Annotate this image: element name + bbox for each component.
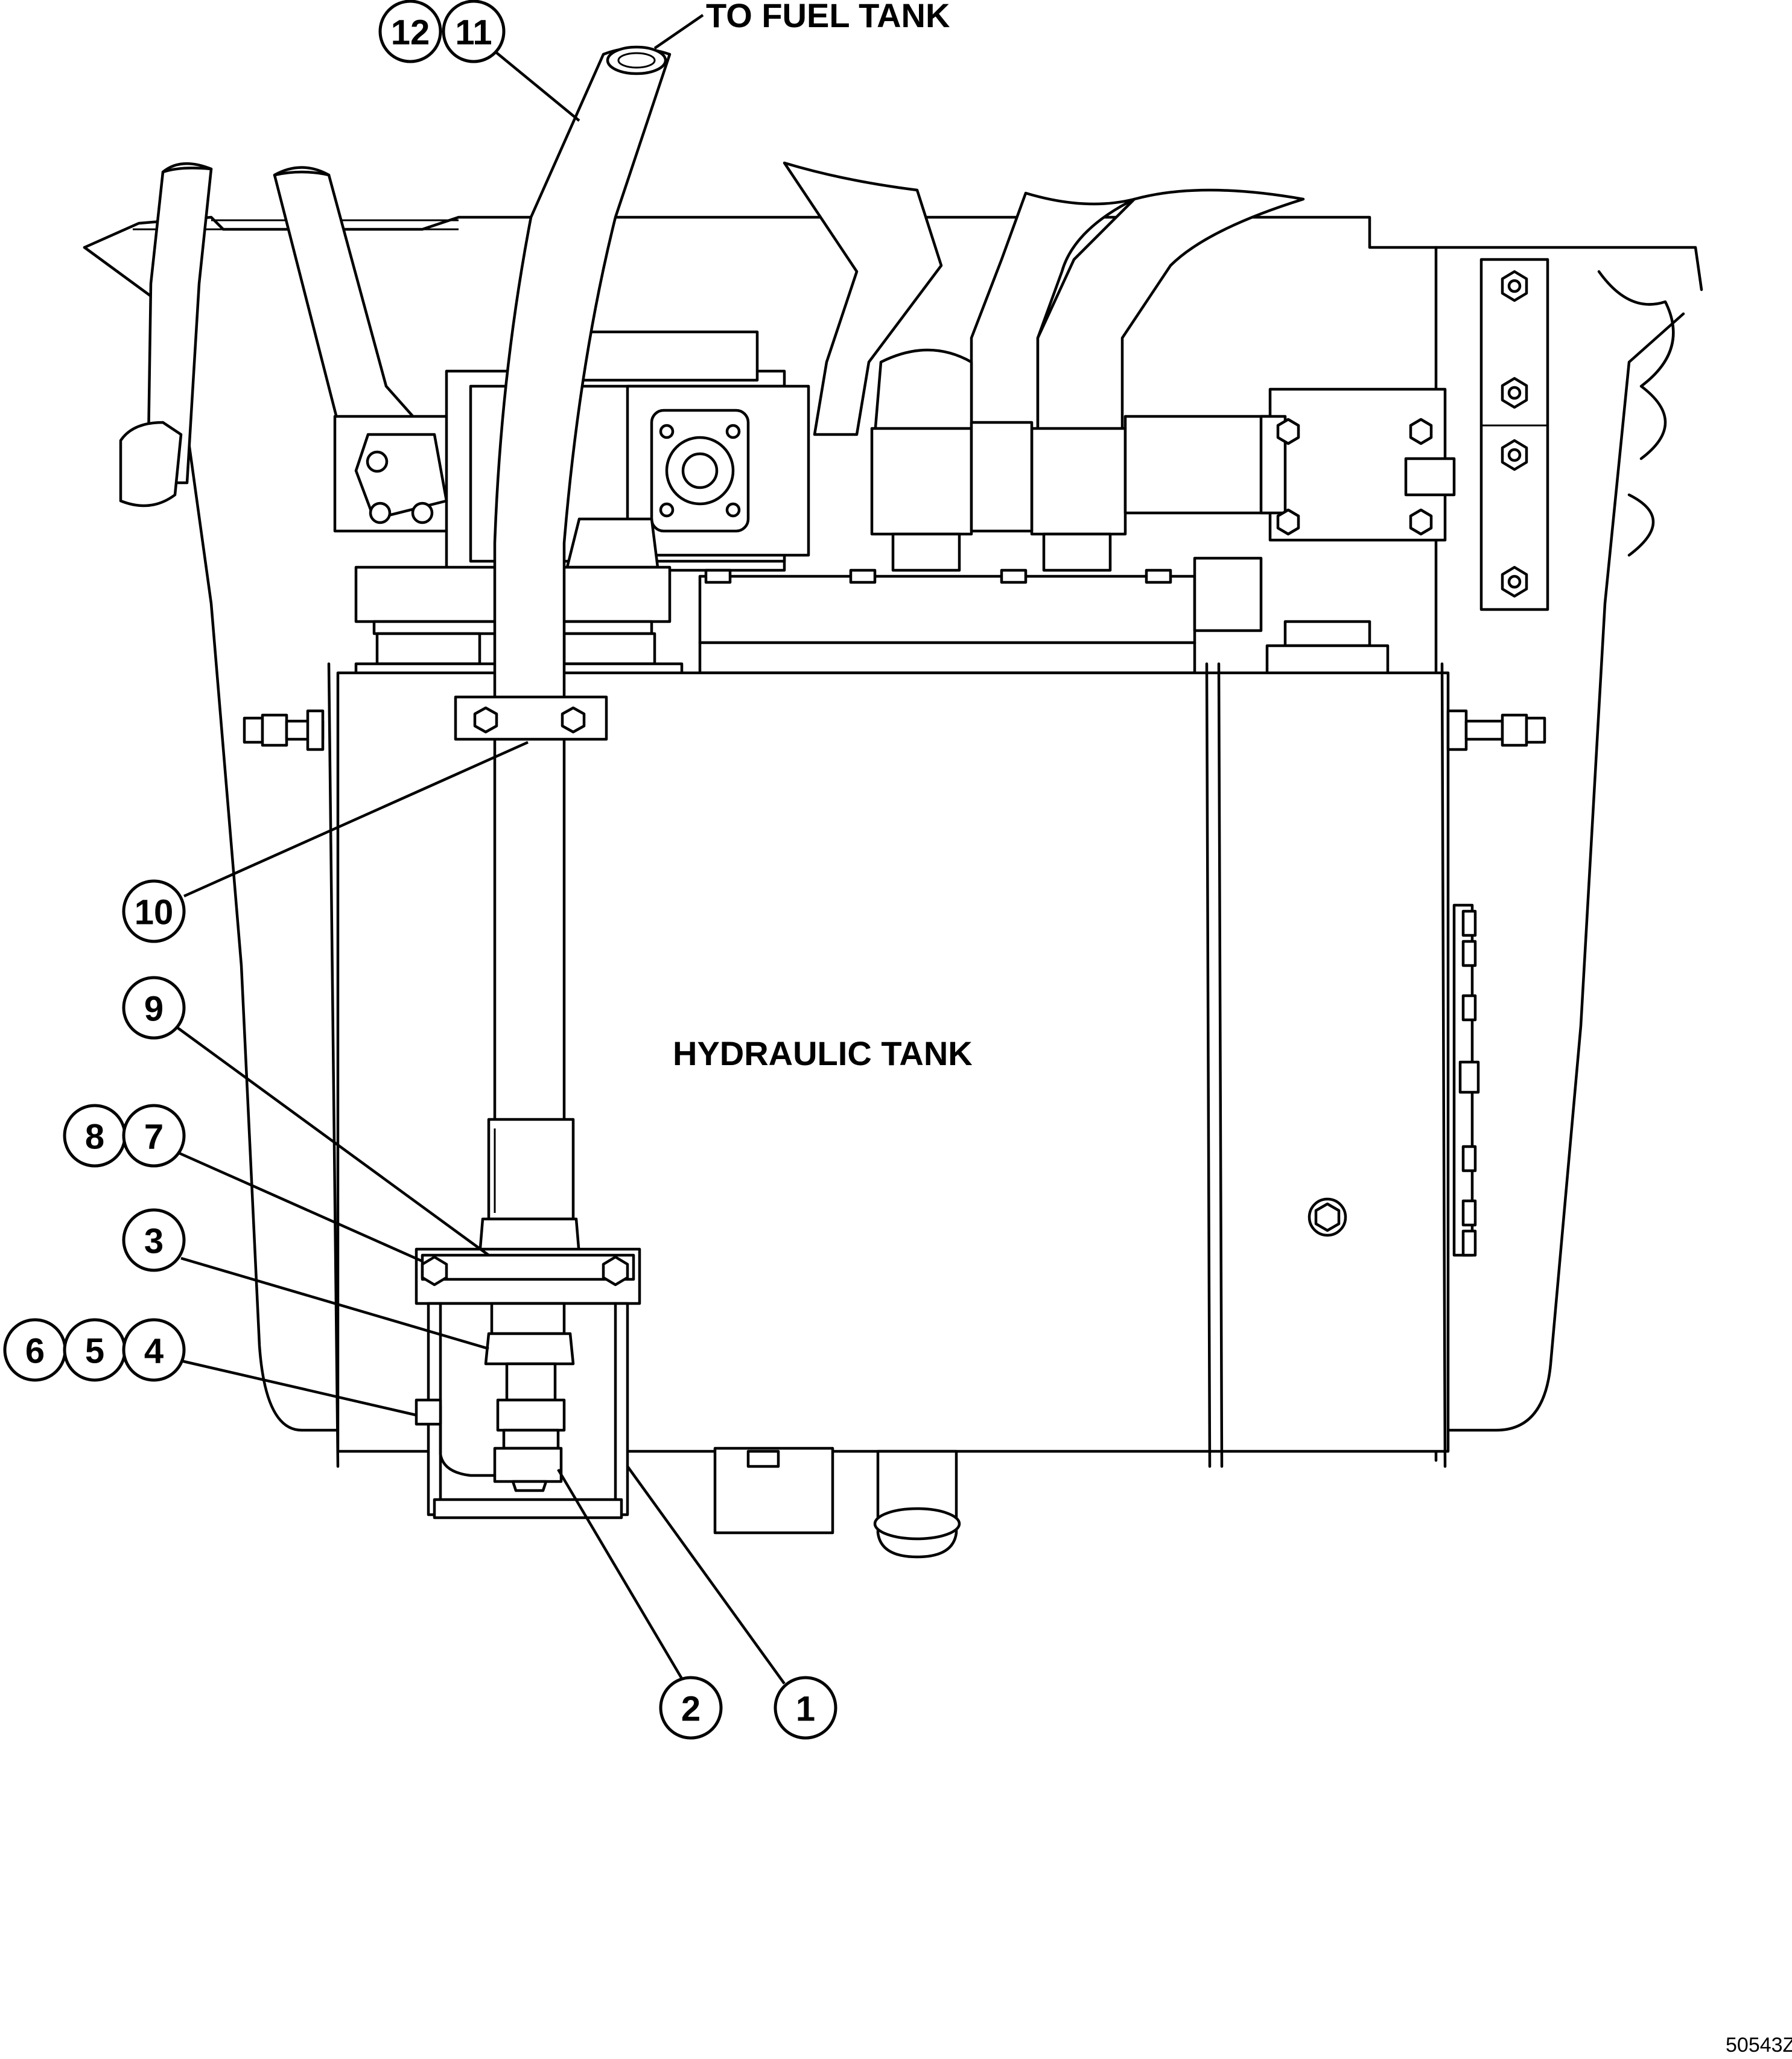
callout-3-text: 3 [144, 1222, 164, 1261]
callout-balloon-6: 6 [3, 1318, 67, 1382]
to-fuel-tank-label: TO FUEL TANK [706, 0, 950, 34]
callout-9-text: 9 [144, 990, 164, 1029]
hose-clamp [454, 695, 608, 741]
callout-5-text: 5 [85, 1332, 104, 1371]
tank-side-fittings-left [243, 709, 325, 751]
figure-number: 50543Z [1726, 2034, 1792, 2057]
callout-balloon-10: 10 [122, 879, 186, 943]
callout-balloon-7: 7 [122, 1104, 186, 1168]
tank-side-fittings-right [1446, 709, 1546, 751]
tank-bottom-parts [713, 1446, 961, 1559]
hydraulic-tank-label: HYDRAULIC TANK [673, 1034, 973, 1072]
callout-balloon-3: 3 [122, 1208, 186, 1272]
callout-6-text: 6 [25, 1332, 45, 1371]
right-bracket [1479, 258, 1549, 611]
callout-4-text: 4 [144, 1332, 164, 1371]
leader-lines [174, 14, 786, 1685]
callout-balloon-11: 11 [442, 0, 506, 63]
callout-8-text: 8 [85, 1118, 104, 1157]
callout-7-text: 7 [144, 1118, 164, 1157]
callout-12-text: 12 [391, 13, 430, 53]
upper-large-hoses [783, 161, 1456, 572]
callout-balloon-5: 5 [63, 1318, 127, 1382]
fuel-line-hose [487, 45, 672, 1221]
callout-1-text: 1 [796, 1690, 815, 1729]
callout-balloon-8: 8 [63, 1104, 127, 1168]
tank-right-rail [1452, 903, 1480, 1257]
callout-10-text: 10 [135, 893, 174, 932]
callout-2-text: 2 [681, 1690, 701, 1729]
callout-balloon-4: 4 [122, 1318, 186, 1382]
callout-11-text: 11 [455, 13, 492, 53]
manifold-block [698, 556, 1390, 678]
callout-balloon-2: 2 [659, 1676, 723, 1740]
callout-balloon-9: 9 [122, 976, 186, 1040]
drain-valve-assembly [415, 1217, 641, 1520]
callout-balloon-1: 1 [774, 1676, 837, 1740]
left-hoses [119, 162, 436, 508]
callout-balloon-12: 12 [378, 0, 442, 63]
